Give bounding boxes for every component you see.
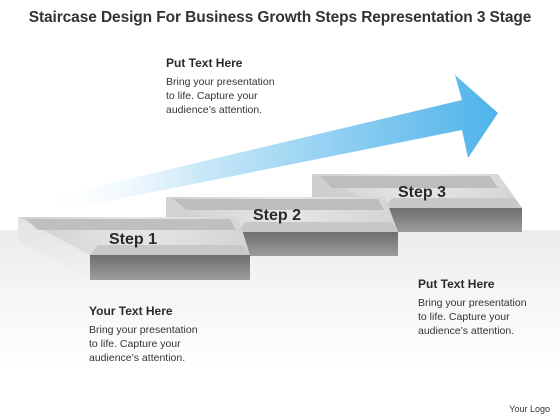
text-block-left: Your Text Here Bring your presentation t… bbox=[89, 304, 198, 365]
step-1-block bbox=[18, 217, 250, 280]
text-block-line: audience’s attention. bbox=[166, 104, 263, 116]
text-block-right: Put Text Here Bring your presentation to… bbox=[418, 277, 527, 338]
text-block-top: Put Text Here Bring your presentation to… bbox=[166, 56, 275, 117]
text-block-line: Bring your presentation bbox=[166, 76, 275, 88]
text-block-line: to life. Capture your bbox=[166, 90, 258, 102]
logo-text: Your Logo bbox=[509, 404, 550, 414]
text-block-heading: Put Text Here bbox=[418, 277, 495, 291]
text-block-line: Bring your presentation bbox=[89, 324, 198, 336]
step-3-label: Step 3 bbox=[398, 184, 446, 201]
step-2-label: Step 2 bbox=[253, 207, 301, 224]
text-block-line: audience’s attention. bbox=[89, 352, 186, 364]
page-title: Staircase Design For Business Growth Ste… bbox=[28, 9, 532, 26]
growth-arrow bbox=[40, 75, 498, 214]
text-block-line: to life. Capture your bbox=[418, 311, 510, 323]
text-block-line: Bring your presentation bbox=[418, 297, 527, 309]
text-block-line: to life. Capture your bbox=[89, 338, 181, 350]
text-block-heading: Your Text Here bbox=[89, 304, 173, 318]
text-block-line: audience’s attention. bbox=[418, 325, 515, 337]
step-1-label: Step 1 bbox=[109, 231, 157, 248]
text-block-heading: Put Text Here bbox=[166, 56, 243, 70]
